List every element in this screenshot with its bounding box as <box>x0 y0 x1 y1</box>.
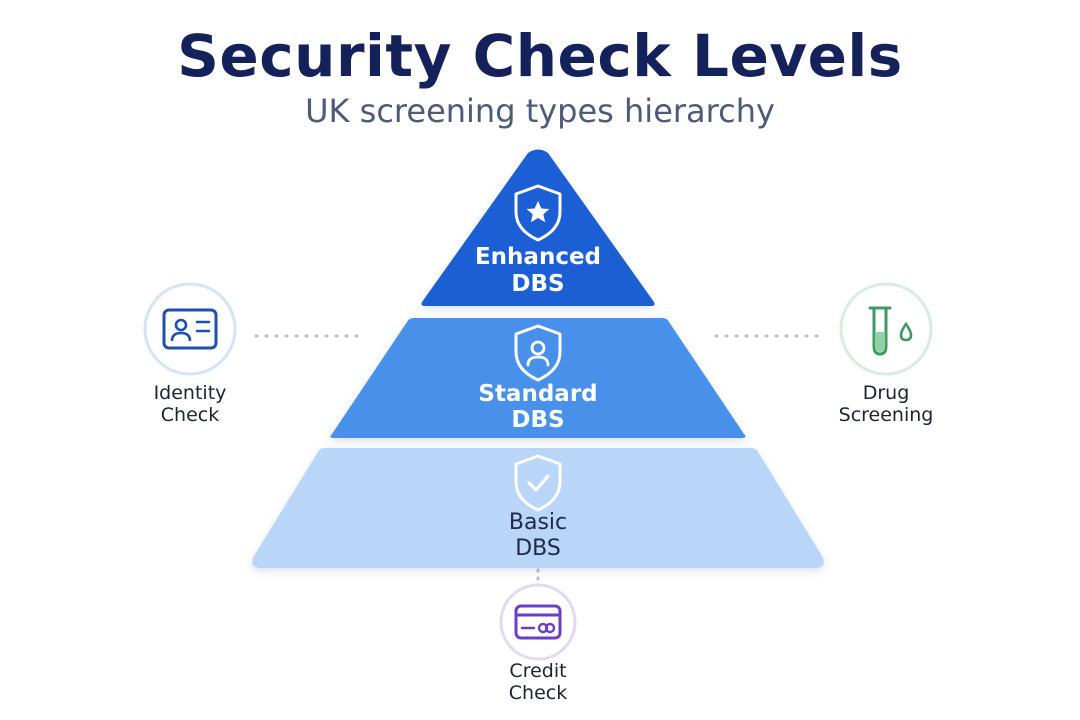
drug-screening-label-line2: Screening <box>838 404 934 426</box>
shield-check-icon <box>514 454 562 512</box>
identity-check-label-line2: Check <box>160 404 220 426</box>
page-title: Security Check Levels <box>177 22 903 90</box>
credit-check-label-line2: Check <box>508 682 568 704</box>
identity-icon-circle <box>143 282 237 376</box>
tier-basic-label-line2: DBS <box>515 536 561 561</box>
tier-enhanced-shape <box>421 149 655 306</box>
credit-check-label-line1: Credit <box>509 660 567 682</box>
tier-enhanced-label-line2: DBS <box>511 271 564 297</box>
credit-check-node <box>499 583 577 661</box>
tier-basic-shape <box>252 448 824 568</box>
tier-standard-shape <box>330 318 746 438</box>
credit-icon-circle <box>499 583 577 661</box>
identity-check-label: Identity Check <box>130 382 250 426</box>
page-subtitle: UK screening types hierarchy <box>305 92 775 130</box>
pyramid-tier-standard <box>330 318 746 438</box>
shield-user-icon <box>514 324 562 382</box>
tier-enhanced-label-line1: Enhanced <box>475 244 601 270</box>
tier-standard-label-line1: Standard <box>478 381 597 407</box>
pyramid-tier-enhanced <box>421 149 655 306</box>
shield-star-icon <box>514 184 562 242</box>
id-card-icon <box>162 308 218 350</box>
drug-screening-node <box>839 282 933 376</box>
tier-standard-label-line2: DBS <box>511 407 564 433</box>
identity-check-node <box>143 282 237 376</box>
credit-check-label: Credit Check <box>478 660 598 704</box>
identity-check-label-line1: Identity <box>153 382 227 404</box>
test-tube-icon <box>868 306 913 356</box>
tier-basic-label-line1: Basic <box>509 510 567 535</box>
drug-screening-label: Drug Screening <box>816 382 956 426</box>
credit-card-icon <box>514 604 562 640</box>
pyramid-tier-basic <box>252 448 824 568</box>
drug-screening-label-line1: Drug <box>862 382 910 404</box>
